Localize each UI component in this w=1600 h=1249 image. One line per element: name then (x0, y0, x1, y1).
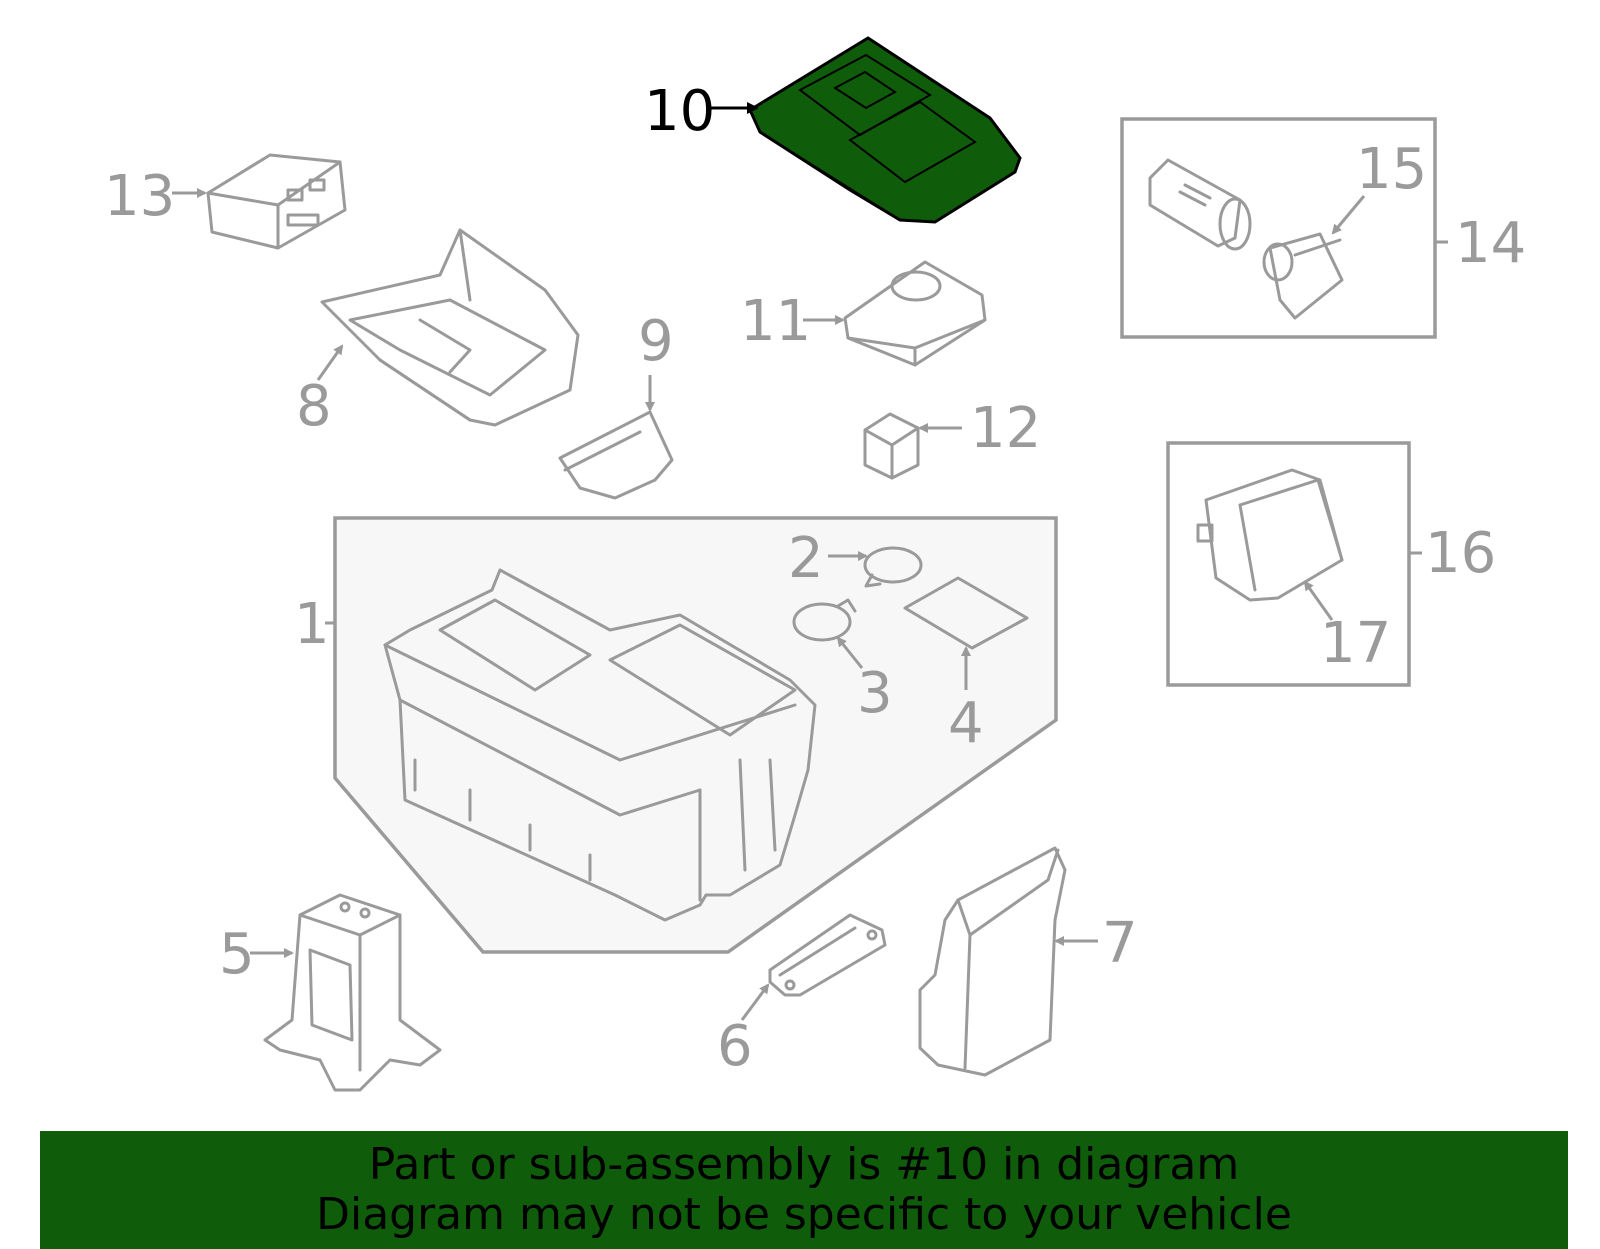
callout-16: 16 (1425, 521, 1496, 586)
part-10-console-lid[interactable] (748, 36, 1022, 224)
callout-1: 1 (294, 592, 330, 657)
callout-11: 11 (740, 289, 811, 354)
callout-4: 4 (948, 691, 984, 756)
callout-8: 8 (296, 374, 332, 439)
part-13-switch-panel[interactable] (206, 153, 347, 250)
part-15-socket[interactable] (1262, 232, 1344, 320)
part-14-socket-assembly[interactable] (1148, 158, 1252, 251)
part-3-cap[interactable] (792, 598, 857, 642)
leader-17 (1303, 580, 1334, 621)
part-5-support-bracket[interactable] (263, 893, 442, 1092)
callout-14: 14 (1455, 211, 1526, 276)
callout-2: 2 (788, 526, 824, 591)
callout-9: 9 (638, 309, 674, 374)
callout-17: 17 (1320, 611, 1391, 676)
info-banner: Part or sub-assembly is #10 in diagram D… (40, 1131, 1568, 1249)
callout-3: 3 (857, 661, 893, 726)
kit-14-frame (1120, 117, 1437, 339)
callout-12: 12 (970, 396, 1041, 461)
callout-6: 6 (717, 1014, 753, 1079)
kit-16-frame (1166, 441, 1411, 687)
part-1-center-console[interactable] (383, 568, 817, 922)
leader-8 (316, 344, 344, 381)
leader-3 (836, 636, 864, 669)
part-12-switch[interactable] (863, 412, 920, 480)
leader-15 (1331, 195, 1366, 235)
part-6-bracket[interactable] (768, 913, 887, 997)
leader-6 (740, 983, 770, 1021)
callout-15: 15 (1356, 137, 1427, 202)
part-9-trim-panel[interactable] (558, 410, 674, 500)
part-11-shifter-module[interactable] (843, 260, 987, 367)
part-8-console-bracket[interactable] (320, 228, 580, 427)
banner-line-2: Diagram may not be specific to your vehi… (316, 1189, 1292, 1240)
part-4-mat[interactable] (903, 576, 1029, 650)
callout-5: 5 (219, 922, 255, 987)
part-16-usb-assembly[interactable] (1196, 468, 1344, 602)
part-2-cap[interactable] (863, 546, 923, 588)
callout-13: 13 (104, 164, 175, 229)
banner-line-1: Part or sub-assembly is #10 in diagram (368, 1139, 1240, 1190)
callout-7: 7 (1102, 911, 1138, 976)
part-7-rear-trim[interactable] (918, 846, 1067, 1077)
callout-10: 10 (644, 79, 715, 144)
